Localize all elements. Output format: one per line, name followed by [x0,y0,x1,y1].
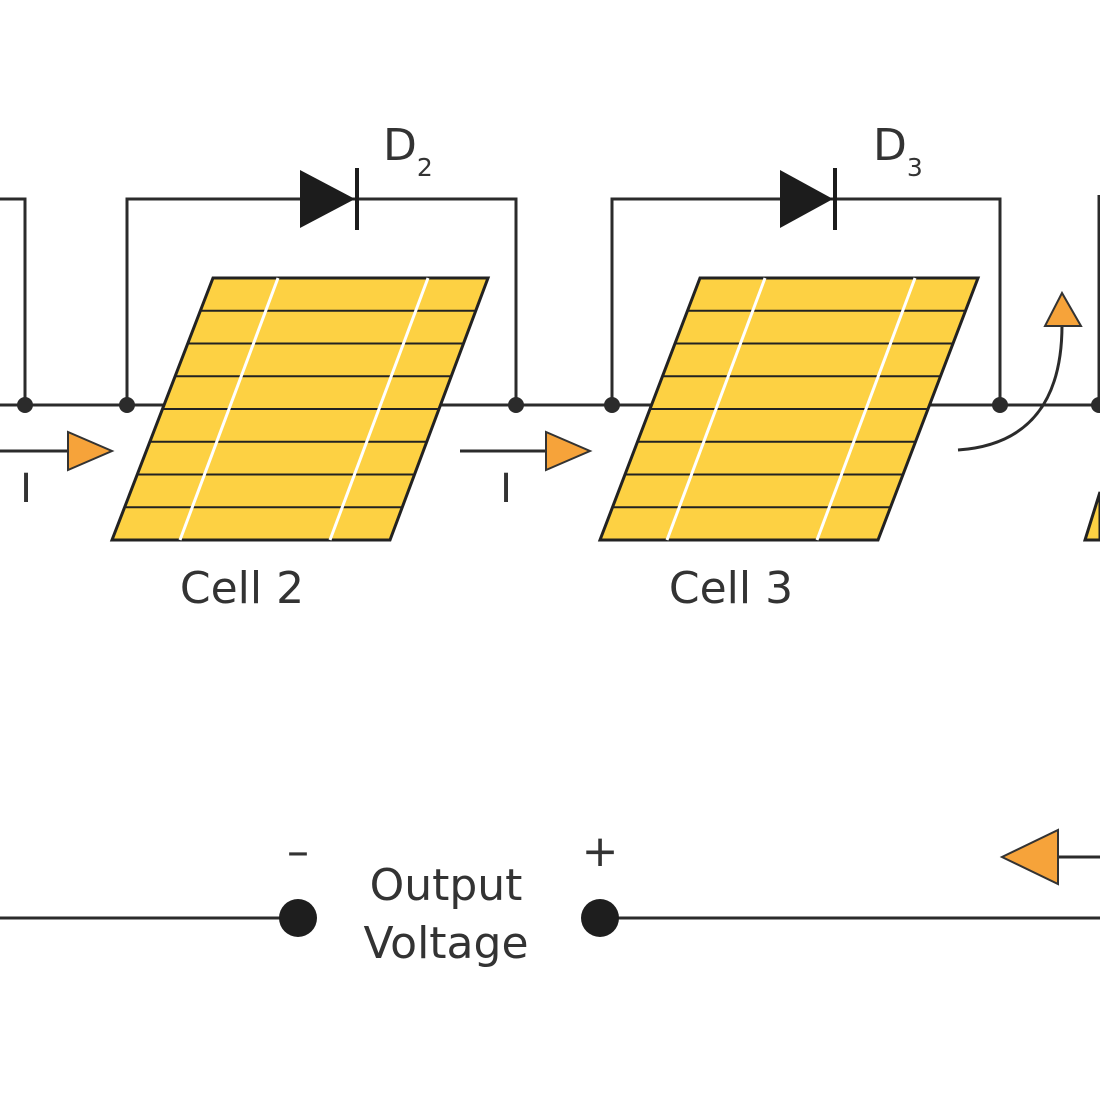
current-arrow-2 [460,430,593,472]
junctions [17,397,1100,413]
solar-cell-partial [1082,491,1100,542]
junction-dot [604,397,620,413]
terminal-negative [279,899,317,937]
current-label-1: I [20,466,32,512]
terminal-plus-label: + [582,826,619,877]
cell-3-label: Cell 3 [669,563,793,614]
cell-busbars [178,277,430,541]
junction-dot [1091,397,1100,413]
bypass-wire-left [0,197,27,405]
output-voltage-line2: Voltage [363,918,528,969]
junction-dot [508,397,524,413]
cell-2-label: Cell 2 [180,563,304,614]
junction-dot [119,397,135,413]
output-voltage-line1: Output [370,860,523,911]
diode-d2-label: D2 [383,120,433,182]
cell-gridlines [126,309,476,509]
bypass-arrow-head [1043,290,1083,327]
junction-dot [17,397,33,413]
diode-triangle [780,170,833,228]
arrow-head [545,430,593,472]
current-arrow-1 [0,430,115,472]
diode-d3 [780,168,837,230]
solar-cell-3 [597,276,981,542]
terminal-minus-label: – [287,826,309,877]
terminal-positive [581,899,619,937]
cell-busbars [665,277,917,541]
current-label-2: I [500,466,512,512]
solar-cell-2 [109,276,491,542]
diode-d3-label: D3 [873,120,923,182]
cell-gridlines [612,309,966,509]
diode-triangle [300,170,355,228]
bypass-current-curve [957,324,1064,452]
return-arrow-head [999,828,1059,886]
diode-d2 [300,168,359,230]
arrow-head [67,430,115,472]
junction-dot [992,397,1008,413]
